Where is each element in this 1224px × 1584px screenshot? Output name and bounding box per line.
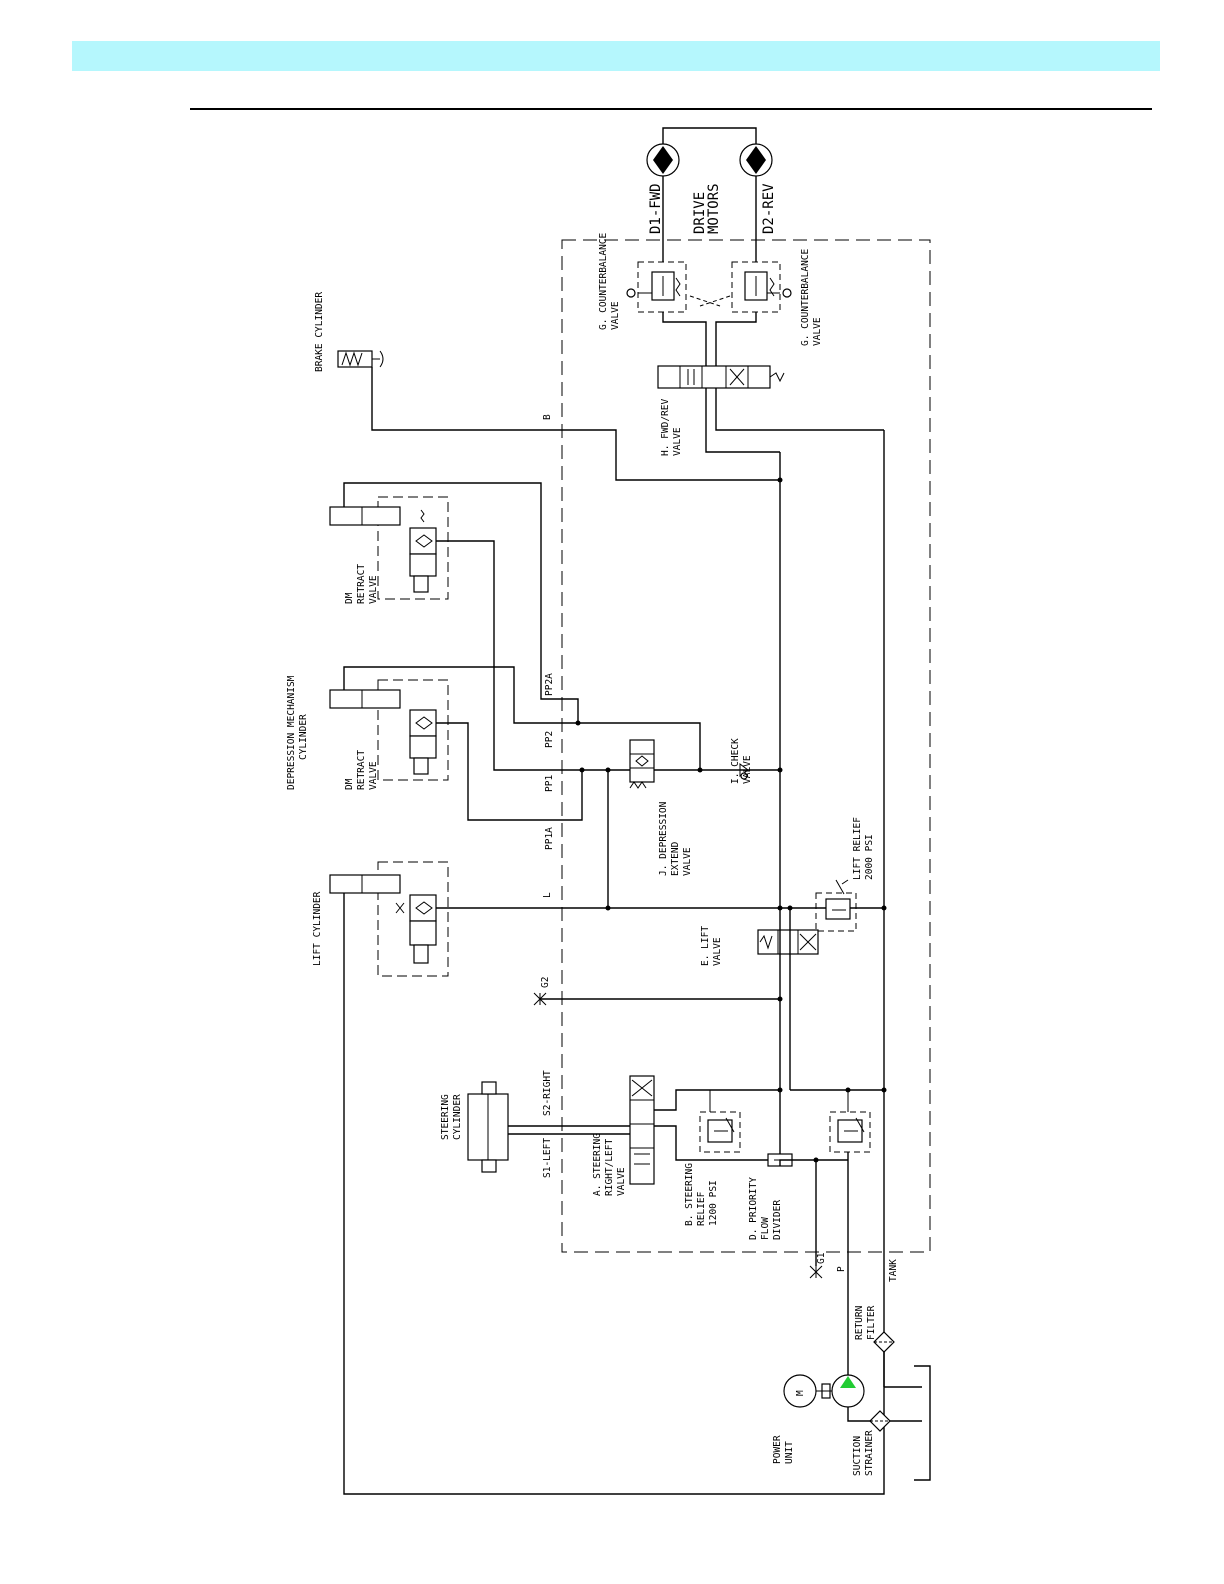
lift-cylinder xyxy=(329,861,449,977)
lift-valve xyxy=(757,929,819,955)
label-port-l: L xyxy=(542,892,553,898)
label-power: POWER xyxy=(772,1435,783,1464)
label-drive-1: DRIVE xyxy=(692,192,708,234)
label-return-filter: FILTER xyxy=(866,1305,877,1340)
steering-valve xyxy=(629,1075,655,1185)
label-counterbalance-2-valve: VALVE xyxy=(812,317,823,346)
lift-relief-valve xyxy=(815,879,857,932)
label-steering-relief-psi: 1200 PSI xyxy=(708,1180,719,1226)
counterbalance-valve-2 xyxy=(731,261,792,313)
label-lift-cylinder: LIFT CYLINDER xyxy=(312,891,323,966)
header-rule xyxy=(190,108,1152,110)
label-steering-cylinder: CYLINDER xyxy=(452,1094,463,1140)
label-suction-strainer: STRAINER xyxy=(864,1430,875,1476)
label-counterbalance-1-valve: VALVE xyxy=(610,301,621,330)
label-line-b: B xyxy=(542,414,553,420)
label-priority: D. PRIORITY xyxy=(748,1177,759,1240)
pp2a-line xyxy=(343,482,579,723)
label-dm-valve-1: VALVE xyxy=(368,575,379,604)
label-fwd-rev-valve: VALVE xyxy=(672,427,683,456)
lift-return-line xyxy=(343,893,885,1495)
label-s2-right: S2-RIGHT xyxy=(542,1070,553,1116)
check-valve xyxy=(739,763,749,780)
fwd-rev-valve xyxy=(657,365,785,389)
label-steering-relief-b: RELIEF xyxy=(696,1191,707,1226)
label-pp2: PP2 xyxy=(544,731,555,748)
label-d2-rev: D2-REV xyxy=(761,183,777,234)
counterbalance-valve-1 xyxy=(626,261,687,313)
label-return: RETURN xyxy=(854,1305,865,1340)
tank-reservoir xyxy=(914,1365,931,1481)
label-check: I. CHECK xyxy=(730,738,741,784)
power-unit xyxy=(783,1374,865,1408)
depression-extend-valve xyxy=(629,739,655,789)
label-dm-retract-1: RETRACT xyxy=(356,564,367,604)
label-pp1a: PP1A xyxy=(544,827,555,850)
steering-cylinder xyxy=(467,1081,509,1173)
label-lift-relief-psi: 2000 PSI xyxy=(864,834,875,880)
label-counterbalance-2: G. COUNTERBALANCE xyxy=(800,248,811,346)
label-steering-valve: A. STEERING xyxy=(592,1133,603,1196)
label-pp1: PP1 xyxy=(544,775,555,792)
label-depression-cylinder: CYLINDER xyxy=(298,714,309,760)
system-relief-valve xyxy=(829,1111,871,1153)
label-dm-valve-2: VALVE xyxy=(368,761,379,790)
label-power-unit: UNIT xyxy=(784,1441,795,1464)
dm-retract-valve-2 xyxy=(329,679,449,781)
label-lift-relief: LIFT RELIEF xyxy=(852,817,863,880)
label-extend: EXTEND xyxy=(670,841,681,876)
steering-relief-valve xyxy=(699,1111,741,1153)
brake-line xyxy=(371,367,780,481)
label-dm-2: DM xyxy=(344,778,355,790)
label-depression-extend: J. DEPRESSION xyxy=(658,801,669,876)
label-motor-m: M xyxy=(795,1390,806,1396)
header-band xyxy=(72,41,1160,71)
label-brake-cylinder: BRAKE CYLINDER xyxy=(314,292,325,372)
label-check-valve: VALVE xyxy=(742,755,753,784)
suction-strainer xyxy=(869,1410,891,1432)
drive-motor-rev xyxy=(739,143,773,177)
label-priority-flow: FLOW xyxy=(760,1217,771,1240)
label-steering-right-left: RIGHT/LEFT xyxy=(604,1139,615,1196)
label-fwd-rev: H. FWD/REV xyxy=(660,399,671,456)
label-s1-left: S1-LEFT xyxy=(542,1138,553,1178)
label-depression-mechanism: DEPRESSION MECHANISM xyxy=(286,675,297,790)
label-suction: SUCTION xyxy=(852,1436,863,1476)
label-steering-valve-c: VALVE xyxy=(616,1167,627,1196)
label-steering-relief: B. STEERING xyxy=(684,1163,695,1226)
label-counterbalance-1: G. COUNTERBALANCE xyxy=(598,232,609,330)
label-g1: G1 xyxy=(816,1252,827,1264)
manifold-outline xyxy=(561,239,931,1253)
return-filter xyxy=(873,1331,895,1353)
motor-crossover-line xyxy=(662,127,757,144)
brake-cylinder xyxy=(337,350,384,368)
label-g2: G2 xyxy=(540,977,551,988)
label-priority-divider: DIVIDER xyxy=(772,1200,783,1240)
label-lift-valve-b: VALVE xyxy=(712,937,723,966)
drive-motor-fwd xyxy=(646,143,680,177)
label-drive-2: MOTORS xyxy=(706,183,722,234)
dm-retract-valve-1 xyxy=(329,496,449,600)
label-lift-valve: E. LIFT xyxy=(700,926,711,966)
label-extend-valve: VALVE xyxy=(682,847,693,876)
pp2-line xyxy=(343,666,701,770)
label-steering: STEERING xyxy=(440,1094,451,1140)
label-pp2a: PP2A xyxy=(544,673,555,696)
label-dm-retract-2: RETRACT xyxy=(356,750,367,790)
label-tank: TANK xyxy=(888,1259,899,1282)
label-d1-fwd: D1-FWD xyxy=(648,183,664,234)
label-dm-1: DM xyxy=(344,592,355,604)
label-port-p: P xyxy=(836,1266,847,1272)
